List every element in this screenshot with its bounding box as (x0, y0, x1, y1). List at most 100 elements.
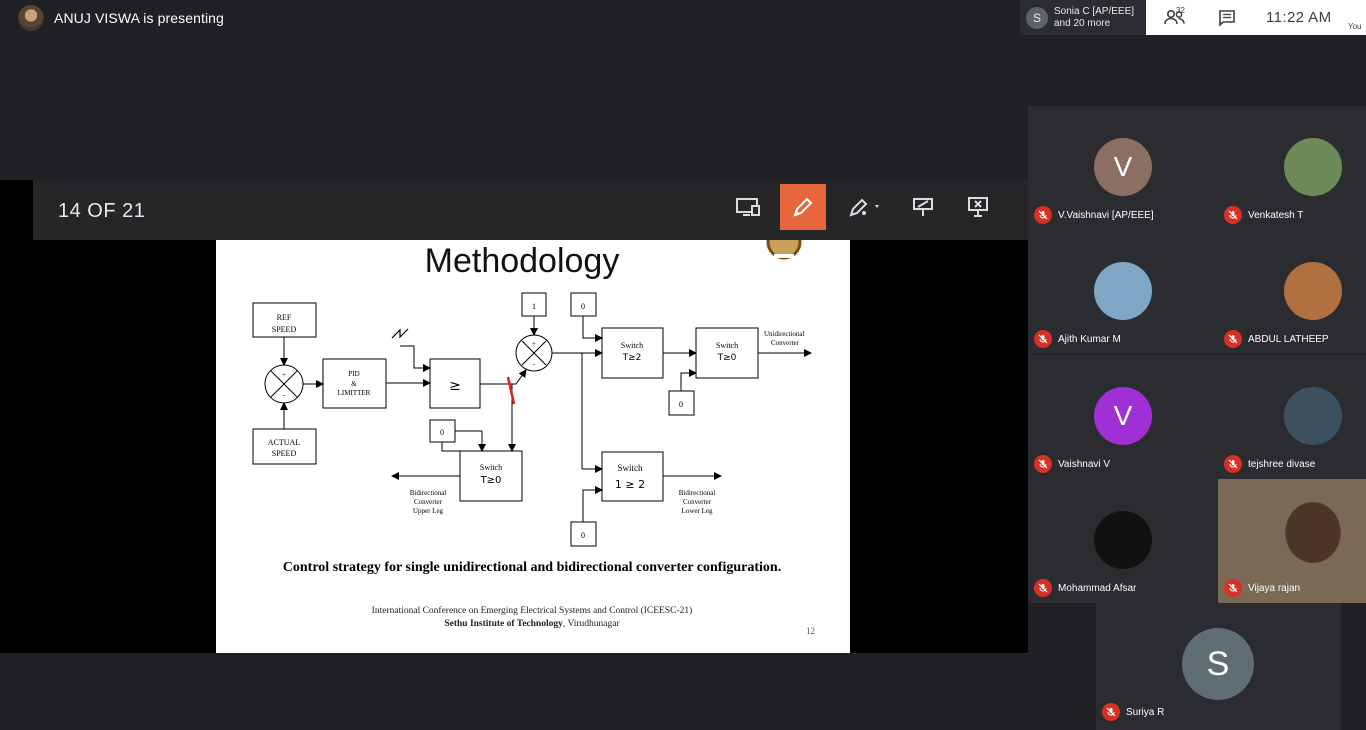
block-label: 0 (440, 428, 444, 437)
laser-pen-icon (849, 198, 879, 217)
block-label: 0 (679, 400, 683, 409)
participant-name: Venkatesh T (1224, 206, 1303, 224)
sign-label: - (533, 360, 536, 368)
annotation-stroke (506, 376, 516, 405)
block-label: T≥2 (622, 353, 642, 363)
mic-off-icon (1224, 206, 1242, 224)
participant-name-label: Vaishnavi V (1058, 458, 1111, 470)
footer-city: , Virudhunagar (563, 619, 621, 629)
chat-icon[interactable] (1218, 10, 1236, 31)
present-mode-button[interactable] (725, 184, 771, 230)
stop-presenting-button[interactable] (955, 184, 1001, 230)
slide-content: Methodology REF SPEED + - ACTUAL SPEED P… (252, 240, 815, 636)
sign-label: - (283, 391, 286, 399)
sign-label: + (282, 371, 286, 379)
mic-off-icon (1224, 330, 1242, 348)
participant-avatar: V (1094, 387, 1152, 445)
mic-off-icon (1224, 455, 1242, 473)
slide-footer-2: Sethu Institute of Technology, Virudhuna… (444, 619, 620, 629)
output-label: Converter (683, 498, 712, 506)
block-label: SPEED (272, 449, 297, 458)
participant-avatar (1258, 483, 1366, 593)
eraser-icon (913, 198, 933, 216)
stop-present-icon (968, 197, 988, 217)
block-label: ≥ (449, 378, 461, 394)
participant-avatar: V (1094, 138, 1152, 196)
participant-avatar (1094, 511, 1152, 569)
slide: Methodology REF SPEED + - ACTUAL SPEED P… (216, 240, 850, 653)
participant-name: Ajith Kumar M (1034, 330, 1121, 348)
slide-counter: 14 OF 21 (58, 200, 146, 222)
participant-tile[interactable]: Ajith Kumar M (1028, 230, 1218, 354)
output-label: Converter (414, 498, 443, 506)
output-label: Bidirectional (410, 489, 447, 497)
participant-tile[interactable]: Vijaya rajan (1218, 479, 1366, 603)
participant-name-label: Ajith Kumar M (1058, 333, 1121, 345)
participant-tile[interactable]: V Vaishnavi V (1028, 355, 1218, 479)
block-label: Switch (617, 463, 643, 473)
participant-name: V.Vaishnavi [AP/EEE] (1034, 206, 1154, 224)
clock: 11:22 AM (1266, 9, 1332, 26)
block-label: 1 (532, 302, 536, 311)
output-label: Bidirectional (679, 489, 716, 497)
mic-off-icon (1034, 330, 1052, 348)
participant-avatar (1284, 387, 1342, 445)
output-label: Unidirectional (764, 330, 804, 338)
slide-caption: Control strategy for single unidirection… (283, 560, 781, 575)
block-label: 0 (581, 302, 585, 311)
mic-off-icon (1224, 579, 1242, 597)
block-label: Switch (716, 341, 738, 350)
participant-tile[interactable]: Venkatesh T (1218, 106, 1366, 230)
output-label: Converter (771, 339, 800, 347)
erase-annotations-button[interactable] (900, 184, 946, 230)
block-label: Switch (621, 341, 643, 350)
block-label: LIMITTER (338, 389, 371, 397)
people-icon[interactable] (1164, 9, 1186, 30)
participant-name-label: ABDUL LATHEEP (1248, 333, 1329, 345)
block-label: PID (348, 370, 359, 378)
mic-off-icon (1034, 206, 1052, 224)
participant-name: tejshree divase (1224, 455, 1315, 473)
participant-tile[interactable]: V V.Vaishnavi [AP/EEE] (1028, 106, 1218, 230)
sign-label: + (532, 340, 536, 348)
participant-name-label: tejshree divase (1248, 458, 1316, 470)
participant-tile[interactable]: ABDUL LATHEEP (1218, 230, 1366, 354)
pen-icon (793, 197, 813, 217)
screen-icon (736, 198, 760, 216)
participant-tile[interactable]: Mohammad Afsar (1028, 479, 1218, 603)
slide-title: Methodology (425, 242, 620, 280)
others-text: Sonia C [AP/EEE] and 20 more (1054, 6, 1134, 30)
mic-off-icon (1034, 455, 1052, 473)
block-label: SPEED (272, 325, 297, 334)
participant-tile[interactable]: tejshree divase (1218, 355, 1366, 479)
block-label: Switch (480, 463, 502, 472)
participant-name-label: Venkatesh T (1248, 209, 1304, 221)
participant-name: Mohammad Afsar (1034, 579, 1136, 597)
participant-name: ABDUL LATHEEP (1224, 330, 1329, 348)
block-label: & (351, 380, 357, 388)
you-label: You (1348, 22, 1362, 31)
top-right-panel: 32 11:22 AM You (1146, 0, 1366, 35)
others-line-2: and 20 more (1054, 17, 1111, 29)
people-count: 32 (1176, 6, 1185, 15)
presenter-avatar (18, 5, 44, 31)
block-label: T≥0 (480, 475, 502, 486)
participant-avatar (1284, 262, 1342, 320)
sawtooth-icon (391, 328, 409, 339)
switch-block (601, 451, 664, 502)
pen-button[interactable] (780, 184, 826, 230)
participant-avatar (1284, 138, 1342, 196)
participant-name: Vaishnavi V (1034, 455, 1110, 473)
participant-name: Suriya R (1102, 703, 1164, 721)
participant-avatar (1094, 262, 1152, 320)
slide-footer-1: International Conference on Emerging Ele… (372, 605, 693, 616)
participant-tile[interactable]: S Suriya R (1096, 603, 1341, 730)
laser-options-button[interactable] (840, 184, 890, 230)
footer-institute: Sethu Institute of Technology (444, 619, 563, 629)
other-participants-chip[interactable]: S Sonia C [AP/EEE] and 20 more (1020, 0, 1146, 35)
slide-page-number: 12 (806, 626, 815, 636)
block-label: REF (277, 313, 292, 322)
participant-avatar: S (1182, 628, 1254, 700)
block-label: 0 (581, 531, 585, 540)
mic-off-icon (1102, 703, 1120, 721)
